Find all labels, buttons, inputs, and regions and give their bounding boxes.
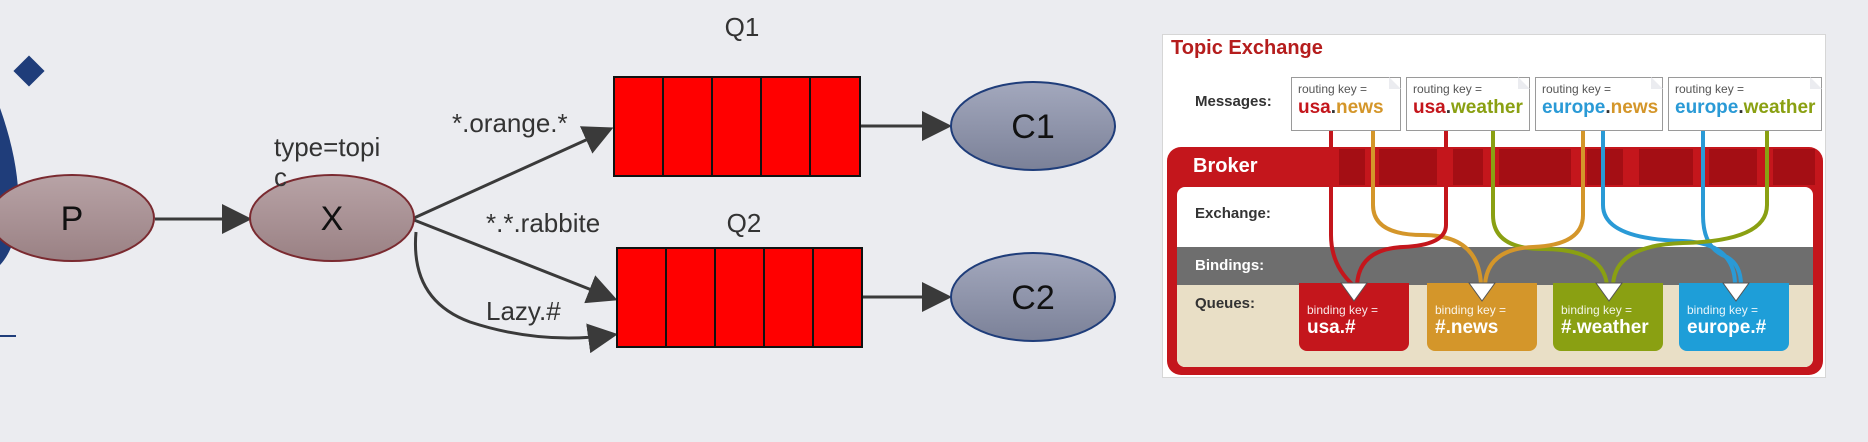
routing-key-caption: routing key = (1298, 82, 1368, 96)
topic-routing-diagram: P X type=topi c Q1 Q2 C1 C2 *.orange.* *… (0, 12, 1116, 354)
broker-label: Broker (1193, 155, 1258, 177)
routing-key-value: usa.news (1298, 96, 1394, 120)
routing-key-part2: weather (1743, 97, 1816, 118)
bindings-band (1177, 247, 1813, 285)
binding-key-caption: binding key = (1307, 303, 1379, 317)
exchange-type-label-cont: c (274, 162, 287, 192)
binding-key-value: #.news (1435, 317, 1499, 338)
routing-key-separator: . (1445, 97, 1452, 118)
producer-label: P (61, 200, 84, 238)
queue2-label: Q2 (727, 208, 762, 238)
topic-exchange-title: Topic Exchange (1171, 37, 1323, 59)
edge-x-to-q2 (413, 218, 618, 304)
routing-key-value: europe.weather (1675, 96, 1815, 120)
producer-node (0, 174, 155, 262)
binding-label-rabbit: *.*.rabbite (486, 208, 600, 238)
consumer2-node (950, 252, 1116, 342)
wire-usa-news-to-usa (1329, 131, 1355, 287)
queue-arrowheads (1340, 282, 1750, 302)
queue1-label: Q1 (725, 12, 760, 42)
message-usa-weather: routing key = usa.weather (1406, 77, 1530, 131)
routing-key-separator: . (1330, 97, 1337, 118)
consumer1-label: C1 (1011, 108, 1054, 146)
routing-key-part1: europe (1542, 97, 1606, 118)
decorative-diamond (13, 55, 45, 87)
message-europe-news: routing key = europe.news (1535, 77, 1663, 131)
consumer2-label: C2 (1011, 279, 1054, 317)
messages-label: Messages: (1195, 93, 1272, 110)
exchange-type-label: type=topi (274, 132, 380, 162)
routing-key-part1: usa (1298, 97, 1331, 118)
binding-key-value: usa.# (1307, 317, 1356, 338)
exchange-label: Exchange: (1195, 205, 1271, 222)
edge-x-to-q1 (413, 126, 614, 220)
routing-key-separator: . (1605, 97, 1611, 118)
binding-key-value: europe.# (1687, 317, 1767, 338)
exchange-label: X (321, 200, 344, 238)
routing-key-value: usa.weather (1413, 96, 1523, 120)
binding-key-caption: binding key = (1561, 303, 1633, 317)
binding-label-lazy: Lazy.# (486, 296, 561, 326)
routing-key-part2: weather (1451, 97, 1523, 118)
message-usa-news: routing key = usa.news (1291, 77, 1401, 131)
message-europe-weather: routing key = europe.weather (1668, 77, 1822, 131)
queue1-box (613, 76, 861, 177)
exchange-node (249, 174, 415, 262)
binding-label-orange: *.orange.* (452, 108, 568, 138)
routing-key-value: europe.news (1542, 96, 1659, 120)
binding-key-caption: binding key = (1435, 303, 1507, 317)
wire-usa-news-to-news (1371, 131, 1483, 286)
binding-key-value: #.weather (1561, 317, 1649, 338)
routing-key-part2: news (1610, 97, 1659, 118)
routing-key-caption: routing key = (1675, 82, 1745, 96)
topic-exchange-illustration: Topic Exchange Messages: routing key = u… (1162, 34, 1826, 378)
binding-key-caption: binding key = (1687, 303, 1759, 317)
routing-key-part1: usa (1413, 97, 1446, 118)
routing-key-caption: routing key = (1413, 82, 1483, 96)
queues-label: Queues: (1195, 295, 1256, 312)
edge-x-to-q2-lazy (413, 231, 618, 354)
wire-europe-news-to-news (1483, 131, 1585, 286)
wire-europe-weather-to-weather (1611, 131, 1769, 286)
wire-usa-weather-to-usa (1355, 131, 1448, 286)
queue-europe: binding key = europe.# (1679, 283, 1789, 351)
routing-wires (1329, 131, 1815, 302)
routing-key-caption: routing key = (1542, 82, 1612, 96)
bindings-label: Bindings: (1195, 257, 1265, 274)
routing-key-separator: . (1738, 97, 1744, 118)
wire-europe-news-to-europe (1601, 131, 1737, 286)
queue2-box (616, 247, 863, 348)
consumer1-node (950, 81, 1116, 171)
wire-europe-weather-to-europe (1701, 131, 1743, 286)
routing-key-part2: news (1336, 97, 1384, 118)
broker-bricks (1339, 149, 1815, 185)
routing-key-part1: europe (1675, 97, 1739, 118)
wire-usa-weather-to-weather (1491, 131, 1609, 286)
